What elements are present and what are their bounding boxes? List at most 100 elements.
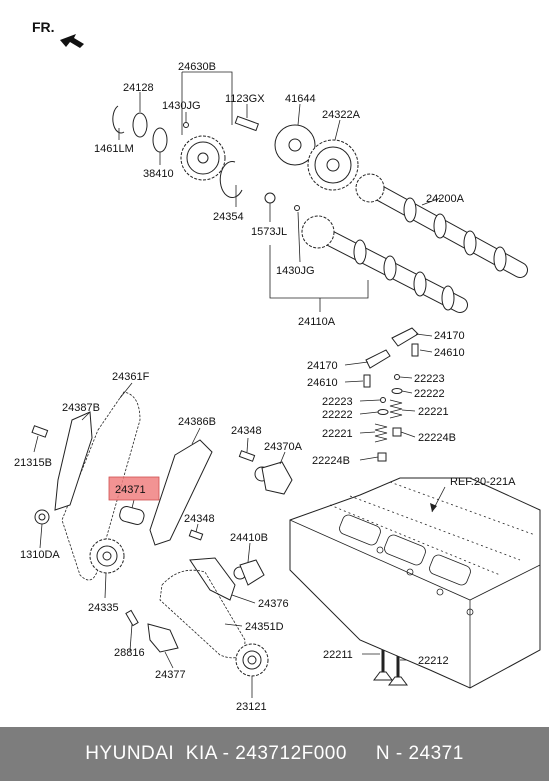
label-24377: 24377: [155, 669, 186, 681]
label-24610-lower: 24610: [307, 377, 338, 389]
leader-24376: [231, 594, 256, 604]
label-22211: 22211: [323, 649, 353, 661]
valve-cotter-22223-lower: [380, 397, 386, 403]
label-24170-lower: 24170: [307, 360, 338, 372]
leader-28816: [129, 623, 133, 652]
leader-24348-upper: [246, 437, 249, 453]
leader-24110a: [269, 245, 369, 312]
label-24335: 24335: [88, 602, 119, 614]
washer-1310da: [34, 509, 50, 525]
oil-pump-tensioner-24410b: [233, 559, 265, 586]
leader-22223-lower: [359, 399, 381, 402]
chain-guide-24376: [189, 557, 236, 601]
leader-22221-lower: [359, 431, 376, 434]
snap-ring-24128: [132, 112, 148, 138]
ref-arrow-icon: [430, 503, 437, 512]
label-24376: 24376: [258, 598, 289, 610]
leader-24351d: [224, 623, 243, 627]
bolt-28816: [125, 609, 139, 627]
leader-24386b: [191, 427, 201, 445]
label-22224b-upper: 22224B: [418, 432, 456, 444]
valve-cotter-22223-upper: [394, 374, 400, 380]
footer-text: HYUNDAI KIA - 243712F000 N - 24371: [85, 743, 464, 764]
label-24371: 24371: [115, 484, 146, 496]
leader-24387b: [81, 411, 91, 421]
lash-adjuster-24610-upper: [411, 343, 419, 357]
label-22222-lower: 22222: [322, 409, 353, 421]
label-24361f: 24361F: [112, 371, 150, 383]
label-22212: 22212: [418, 655, 449, 667]
leader-24370a: [279, 451, 286, 465]
leader-22222-upper: [401, 390, 413, 394]
timing-chain-24361f: [61, 391, 141, 581]
label-24200a: 24200A: [426, 193, 465, 205]
plug-1573jl: [264, 192, 276, 204]
label-24386b: 24386B: [178, 416, 216, 428]
valve-seal-22224b-lower: [377, 452, 387, 462]
label-22223-lower: 22223: [322, 396, 353, 408]
snap-ring-24354: [219, 161, 243, 199]
label-1573jl: 1573JL: [251, 226, 287, 238]
label-24610-upper: 24610: [434, 347, 465, 359]
ring-38410: [152, 127, 168, 153]
leader-22224b-upper: [400, 431, 416, 438]
valve-spring-22221-lower: [374, 423, 388, 443]
bolt-1123gx: [234, 115, 260, 132]
valve-seal-22224b-upper: [392, 427, 402, 437]
label-24110a: 24110A: [298, 316, 336, 328]
label-22223-upper: 22223: [414, 373, 445, 385]
leader-24410b: [247, 542, 251, 563]
leader-24348-lower: [195, 523, 199, 533]
snap-ring-1461lm: [112, 105, 125, 134]
front-arrow-icon: [60, 34, 84, 48]
rocker-arm-24170-upper: [391, 327, 419, 347]
label-24354: 24354: [213, 211, 244, 223]
label-ref: REF.20-221A: [450, 476, 516, 488]
label-24128: 24128: [123, 82, 154, 94]
label-28816: 28816: [114, 647, 145, 659]
part-number-footer: HYUNDAI KIA - 243712F000 N - 24371: [0, 727, 549, 781]
chain-tensioner-24370a: [254, 461, 293, 495]
label-22222-upper: 22222: [414, 388, 445, 400]
label-21315b: 21315B: [14, 457, 52, 469]
label-24348-lower: 24348: [184, 513, 215, 525]
leader-24361f: [119, 382, 133, 399]
label-24351d: 24351D: [245, 621, 284, 633]
label-22221-lower: 22221: [322, 428, 353, 440]
bolt-24348-upper: [238, 450, 256, 462]
retainer-22222-lower: [377, 409, 389, 415]
chain-guide-24386b: [149, 439, 213, 546]
label-1310da: 1310DA: [20, 549, 60, 561]
leader-21315b: [33, 435, 39, 453]
exhaust-cam-sprocket-24322a: [307, 139, 359, 191]
bolt-21315b: [31, 425, 49, 438]
leader-24335: [104, 572, 107, 599]
label-24410b: 24410B: [230, 532, 268, 544]
pin-1430jg-bottom: [294, 205, 300, 211]
leader-24610-upper: [419, 349, 433, 353]
chain-guide-24387b: [54, 411, 93, 511]
leader-24200a: [421, 197, 441, 206]
leader-24377: [164, 651, 174, 669]
rocker-arm-24170-lower: [365, 349, 391, 369]
label-22221-upper: 22221: [418, 406, 449, 418]
label-24630b: 24630B: [178, 61, 216, 73]
crank-sprocket-24335: [89, 538, 125, 574]
leader-24170-lower: [344, 361, 369, 366]
parts-diagram: FR.: [14, 19, 541, 713]
valve-spring-22221-upper: [389, 399, 403, 419]
pin-1430jg-top: [183, 122, 189, 128]
label-1430jg-top: 1430JG: [162, 100, 201, 112]
leader-24610-lower: [344, 380, 364, 383]
label-1461lm: 1461LM: [94, 143, 134, 155]
leader-41644: [297, 103, 301, 126]
intake-cam-sprocket-24630b: [180, 135, 226, 181]
label-38410: 38410: [143, 168, 174, 180]
oil-pump-chain-24351d: [159, 569, 246, 659]
label-24322a: 24322A: [322, 109, 361, 121]
leader-22222-lower: [359, 411, 379, 415]
leader-22224b-lower: [359, 456, 379, 461]
retainer-22222-upper: [391, 388, 403, 394]
label-22224b-lower: 22224B: [312, 455, 350, 467]
plate-41644: [274, 124, 316, 166]
